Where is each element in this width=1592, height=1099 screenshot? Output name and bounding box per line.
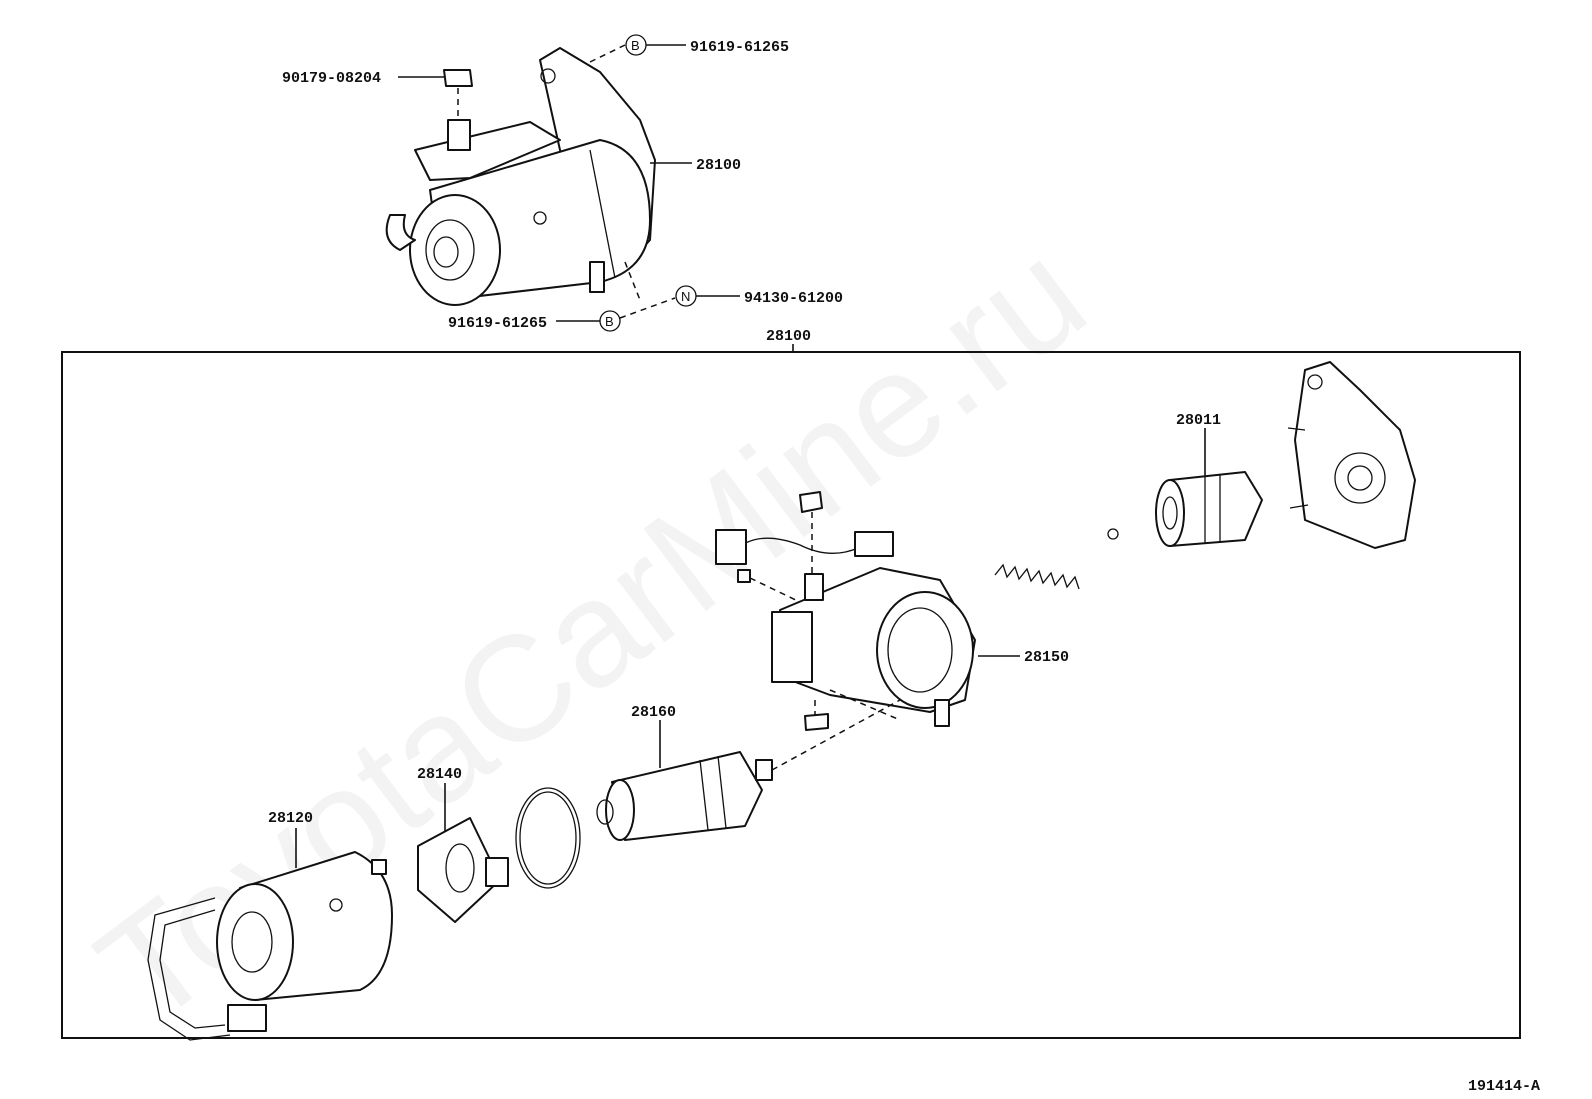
steel-ball: [1107, 528, 1119, 540]
starter-assembly-illustration: [385, 47, 656, 306]
solenoid-housing-illustration: [715, 491, 976, 731]
label-28100-assembly: 28100: [696, 157, 741, 174]
drive-housing-illustration: [1287, 361, 1416, 549]
label-91619-61265-bottom: 91619-61265: [448, 315, 547, 332]
brush-holder-illustration: [417, 817, 509, 923]
assembly-frame-label: 28100: [766, 328, 811, 345]
badge-b-top: B: [625, 34, 647, 56]
yoke-illustration: [147, 851, 393, 1041]
svg-text:B: B: [605, 314, 614, 329]
label-94130-61200: 94130-61200: [744, 290, 843, 307]
badge-b-bottom: B: [599, 310, 621, 332]
label-28120: 28120: [268, 810, 313, 827]
o-ring: [515, 787, 581, 889]
label-91619-61265-top: 91619-61265: [690, 39, 789, 56]
diagram-code: 191414-A: [1468, 1078, 1540, 1095]
label-28140: 28140: [417, 766, 462, 783]
armature-illustration: [596, 751, 773, 841]
label-28011: 28011: [1176, 412, 1221, 429]
svg-text:B: B: [631, 38, 640, 53]
label-28160: 28160: [631, 704, 676, 721]
return-spring: [994, 563, 1080, 590]
label-90179-08204: 90179-08204: [282, 70, 381, 87]
exploded-view-frame: [61, 351, 1521, 1039]
drive-clutch-illustration: [1155, 471, 1263, 547]
svg-text:N: N: [681, 289, 690, 304]
label-28150: 28150: [1024, 649, 1069, 666]
badge-n: N: [675, 285, 697, 307]
